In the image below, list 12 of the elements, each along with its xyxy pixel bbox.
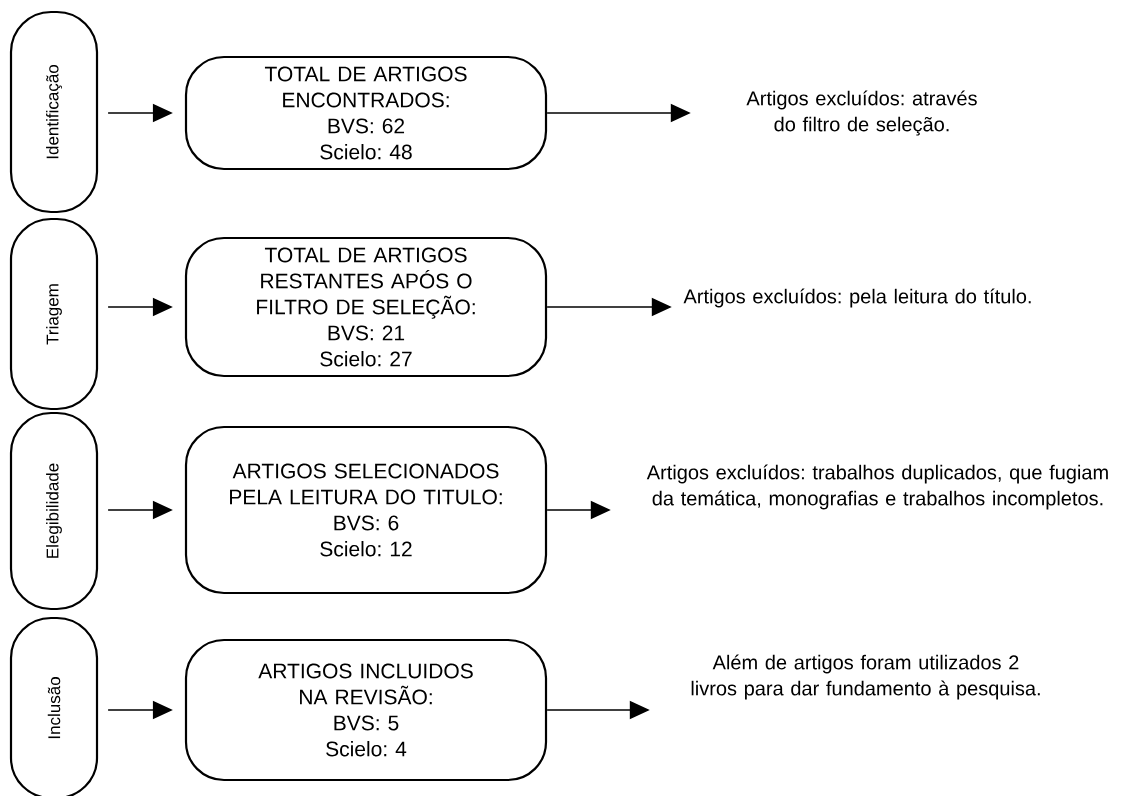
outcome-text: Artigos excluídos: através do filtro de seleção. bbox=[746, 90, 977, 136]
outcome-text: Além de artigos foram utilizados 2 livros para dar fundamento à pesquisa. bbox=[691, 654, 1040, 700]
phase-label: Identificação bbox=[9, 10, 99, 214]
phase-label: Triagem bbox=[9, 217, 99, 411]
process-box: TOTAL DE ARTIGOS RESTANTES APÓS O FILTRO DE SELEÇÃO: BVS: 21 Scielo: 27 bbox=[184, 236, 548, 378]
outcome-text: Artigos excluídos: pela leitura do título. bbox=[683, 288, 1031, 308]
process-box: TOTAL DE ARTIGOS ENCONTRADOS: BVS: 62 Scielo: 48 bbox=[184, 55, 548, 171]
process-box: ARTIGOS SELECIONADOS PELA LEITURA DO TITULO: BVS: 6 Scielo: 12 bbox=[184, 425, 548, 595]
phase-label: Elegibilidade bbox=[9, 411, 99, 611]
outcome-text: Artigos excluídos: trabalhos duplicados, que fugiam da temática, monografias e trabalhos incompletos. bbox=[646, 464, 1108, 510]
process-box: ARTIGOS INCLUIDOS NA REVISÃO: BVS: 5 Scielo: 4 bbox=[184, 638, 548, 782]
phase-label: Inclusão bbox=[9, 616, 99, 796]
